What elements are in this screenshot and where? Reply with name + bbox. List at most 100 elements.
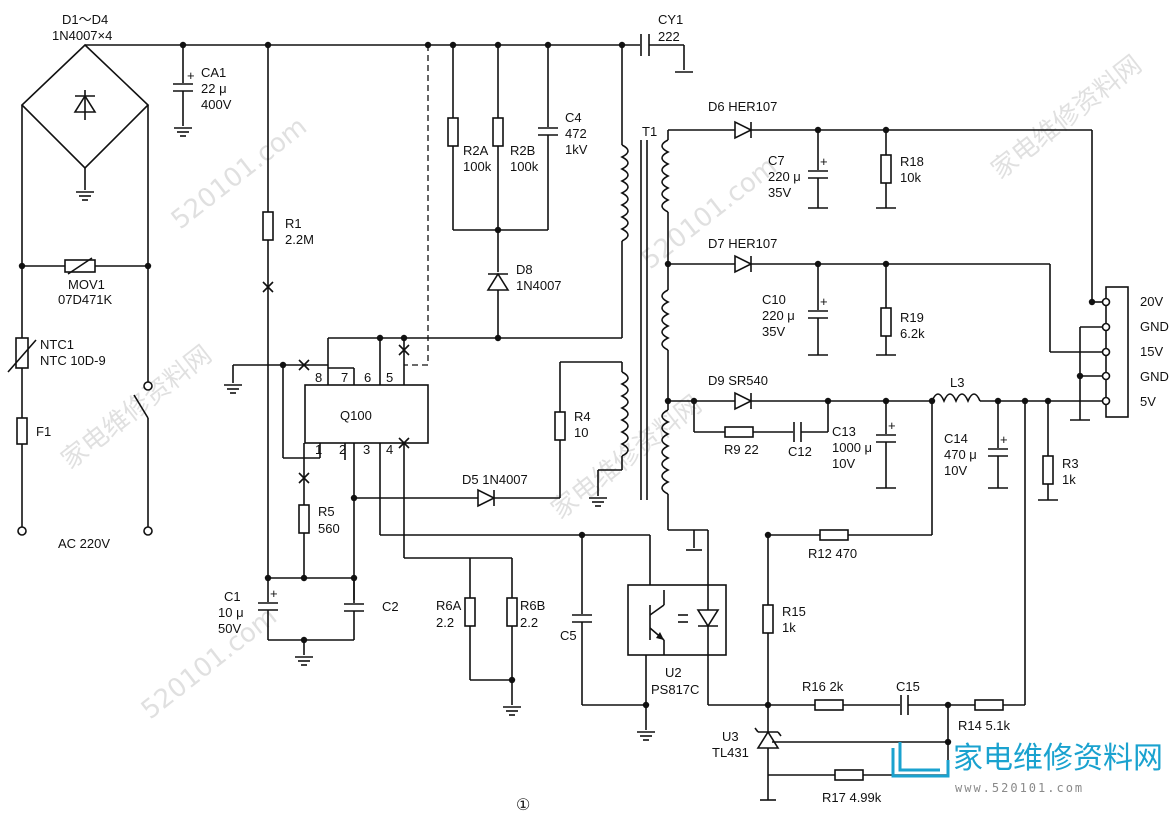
- label-output-gnd: GND: [1140, 319, 1169, 334]
- label-c7-voltage: 35V: [768, 185, 791, 200]
- label-r1: R1: [285, 216, 302, 231]
- label-r16: R16 2k: [802, 679, 844, 694]
- label-r2b-value: 100k: [510, 159, 539, 174]
- label-c4-value: 472: [565, 126, 587, 141]
- label-r2b: R2B: [510, 143, 535, 158]
- label-r5-value: 560: [318, 521, 340, 536]
- label-r14: R14 5.1k: [958, 718, 1011, 733]
- label-c13-voltage: 10V: [832, 456, 855, 471]
- label-c10-voltage: 35V: [762, 324, 785, 339]
- label-c2: C2: [382, 599, 399, 614]
- label-c5: C5: [560, 628, 577, 643]
- label-d9: D9 SR540: [708, 373, 768, 388]
- label-mov1: MOV1: [68, 277, 105, 292]
- label-c7-value: 220 μ: [768, 169, 801, 184]
- label-d7: D7 HER107: [708, 236, 777, 251]
- label-d8: D8: [516, 262, 533, 277]
- label-r3-value: 1k: [1062, 472, 1076, 487]
- logo-text: 家电维修资料网: [953, 741, 1163, 776]
- watermark-text: 520101.com: [636, 151, 783, 275]
- label-c15: C15: [896, 679, 920, 694]
- watermark-text: 家电维修资料网: [546, 390, 708, 526]
- label-ntc1: NTC1: [40, 337, 74, 352]
- label-pin4: 4: [386, 442, 393, 457]
- label-c13: C13: [832, 424, 856, 439]
- label-c14: C14: [944, 431, 968, 446]
- label-d8-value: 1N4007: [516, 278, 562, 293]
- label-c7: C7: [768, 153, 785, 168]
- label-r15-value: 1k: [782, 620, 796, 635]
- label-d5: D5 1N4007: [462, 472, 528, 487]
- svg-text:+: +: [820, 294, 828, 309]
- label-c10: C10: [762, 292, 786, 307]
- label-pin1: 1: [315, 442, 322, 457]
- label-output-5v: 5V: [1140, 394, 1156, 409]
- label-pin7: 7: [341, 370, 348, 385]
- label-pin8: 8: [315, 370, 322, 385]
- label-r4: R4: [574, 409, 591, 424]
- label-t1: T1: [642, 124, 657, 139]
- label-pin5: 5: [386, 370, 393, 385]
- label-f1: F1: [36, 424, 51, 439]
- label-l3: L3: [950, 375, 964, 390]
- label-c10-value: 220 μ: [762, 308, 795, 323]
- label-u2: U2: [665, 665, 682, 680]
- figure-number: ①: [516, 797, 530, 814]
- label-r6b-value: 2.2: [520, 615, 538, 630]
- svg-text:+: +: [1000, 432, 1008, 447]
- label-d6: D6 HER107: [708, 99, 777, 114]
- label-pin6: 6: [364, 370, 371, 385]
- label-q100: Q100: [340, 408, 372, 423]
- label-c4: C4: [565, 110, 582, 125]
- label-c1-voltage: 50V: [218, 621, 241, 636]
- label-r4-value: 10: [574, 425, 588, 440]
- svg-text:+: +: [270, 586, 278, 601]
- label-r17: R17 4.99k: [822, 790, 882, 805]
- site-logo: 家电维修资料网 www.520101.com: [891, 741, 1163, 795]
- watermark-text: 家电维修资料网: [986, 50, 1148, 186]
- svg-text:+: +: [888, 418, 896, 433]
- label-r5: R5: [318, 504, 335, 519]
- thermistor: [15, 337, 29, 369]
- label-c1-value: 10 μ: [218, 605, 244, 620]
- label-c14-value: 470 μ: [944, 447, 977, 462]
- label-output-15v: 15V: [1140, 344, 1163, 359]
- label-bridge-value: 1N4007×4: [52, 28, 112, 43]
- label-cy1-value: 222: [658, 29, 680, 44]
- label-output-20v: 20V: [1140, 294, 1163, 309]
- label-ca1: CA1: [201, 65, 226, 80]
- label-output-gnd: GND: [1140, 369, 1169, 384]
- component-labels: D1～D4 1N4007×4 CA1 22 μ 400V MOV1 07D471…: [36, 12, 1169, 814]
- label-c1: C1: [224, 589, 241, 604]
- label-c13-value: 1000 μ: [832, 440, 872, 455]
- label-c4-voltage: 1kV: [565, 142, 588, 157]
- logo-url: www.520101.com: [955, 781, 1084, 795]
- watermark-text: 520101.com: [136, 601, 283, 725]
- label-cy1: CY1: [658, 12, 683, 27]
- junctions: [18, 41, 1111, 746]
- label-r3: R3: [1062, 456, 1079, 471]
- label-ac-input: AC 220V: [58, 536, 110, 551]
- label-r19: R19: [900, 310, 924, 325]
- label-r19-value: 6.2k: [900, 326, 925, 341]
- label-c14-voltage: 10V: [944, 463, 967, 478]
- fuse: [16, 417, 28, 445]
- svg-text:+: +: [820, 154, 828, 169]
- label-ca1-voltage: 400V: [201, 97, 232, 112]
- label-r12: R12 470: [808, 546, 857, 561]
- input-section: [7, 43, 460, 536]
- secondary-section: [661, 120, 1129, 801]
- label-r2a: R2A: [463, 143, 489, 158]
- label-r18-value: 10k: [900, 170, 921, 185]
- label-r6a: R6A: [436, 598, 462, 613]
- label-r15: R15: [782, 604, 806, 619]
- label-r18: R18: [900, 154, 924, 169]
- label-pin3: 3: [363, 442, 370, 457]
- svg-text:+: +: [187, 68, 195, 83]
- label-r9: R9 22: [724, 442, 759, 457]
- label-c12: C12: [788, 444, 812, 459]
- optocoupler: [627, 584, 727, 656]
- controller-ic: [304, 384, 429, 444]
- label-r1-value: 2.2M: [285, 232, 314, 247]
